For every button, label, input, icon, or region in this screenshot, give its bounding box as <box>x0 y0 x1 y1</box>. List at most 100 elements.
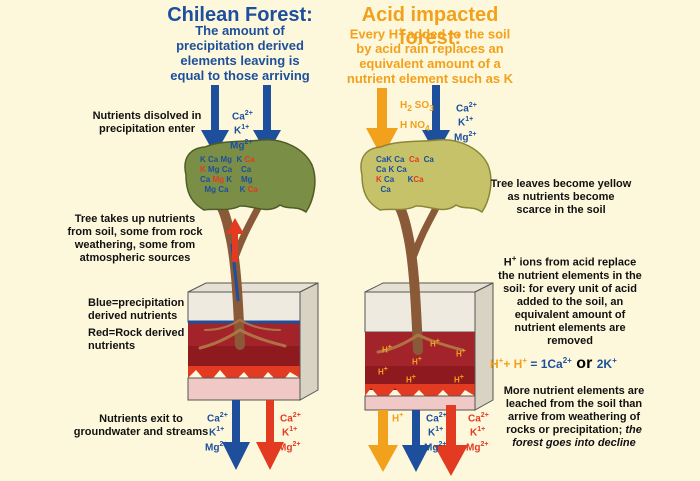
leaf-ion: Ca <box>208 155 219 164</box>
ion-charge: + <box>399 412 404 419</box>
right-subtitle-sup: + <box>398 25 404 35</box>
right-incoming-arrows <box>366 85 450 158</box>
label-line: derived nutrients <box>88 310 178 322</box>
label-line: weathering, some from <box>74 239 196 251</box>
ion-charge: 2+ <box>438 412 447 419</box>
label-segment: rocks or precipitation; <box>506 424 623 436</box>
exit-label: Nutrients exit to groundwater and stream… <box>66 413 216 439</box>
right-subtitle-line: by acid rain replaces an <box>356 41 504 57</box>
leaf-ion: Ca <box>218 185 229 194</box>
ion-charge: 1+ <box>465 116 474 124</box>
ion-ca: Ca <box>456 103 469 115</box>
left-uptake-arrow <box>226 218 244 262</box>
label-line: as nutrients become <box>507 191 615 203</box>
eq-sup: + <box>498 356 504 365</box>
h-ion: H <box>456 349 462 359</box>
label-line: the nutrient elements in the <box>498 269 642 282</box>
ion-charge: 1+ <box>435 426 444 434</box>
ion-charge: 2+ <box>244 138 253 146</box>
left-scene <box>184 85 319 470</box>
label-line: Red=Rock derived <box>88 327 185 339</box>
label-line: Blue=precipitation <box>88 297 185 309</box>
label-line: arrive from weathering of <box>507 411 641 423</box>
label-post: ions from acid replace <box>516 256 637 269</box>
label-sup: + <box>511 254 517 263</box>
decline-text: forest goes into decline <box>512 437 636 449</box>
label-line: Nutrients exit to <box>99 413 183 425</box>
ion-charge: 2+ <box>292 440 301 448</box>
ion-k: K <box>234 125 242 137</box>
label-line: Tree leaves become yellow <box>490 178 632 190</box>
h-ions-label: H+ ions from acid replace the nutrient e… <box>490 252 650 348</box>
leaf-ion: Ca <box>221 165 233 174</box>
ion-charge: 2+ <box>468 130 477 138</box>
left-subtitle-line: equal to those arriving <box>170 68 310 83</box>
label-line: nutrient elements are <box>514 321 626 334</box>
leaf-ion: K <box>200 165 206 174</box>
right-incoming-ions: Ca2+ K1+ Mg2+ <box>454 100 477 143</box>
leaf-ion: Ca <box>394 155 405 164</box>
leached-label: More nutrient elements are leached from … <box>494 385 654 450</box>
h-ion: H <box>430 339 436 349</box>
left-exit-arrows <box>222 400 284 470</box>
leaf-ion: Mg <box>208 165 220 174</box>
ion-charge: + <box>459 374 464 381</box>
ion-sub: 2 <box>407 103 412 113</box>
label-line: added to the soil, an <box>516 295 624 308</box>
label-line: H+ ions from acid replace <box>490 252 650 270</box>
leaf-ion: Ca <box>423 155 434 164</box>
leaf-ion: K <box>388 165 395 174</box>
right-canopy <box>360 139 492 214</box>
right-scene <box>360 85 494 476</box>
leaf-ion: K <box>200 155 206 164</box>
ion-charge: 2+ <box>219 440 228 448</box>
ion-charge: 2+ <box>219 412 228 419</box>
left-soil-box <box>187 282 319 401</box>
ion-k: K <box>458 117 466 129</box>
ion-mg: Mg <box>454 131 469 143</box>
left-canopy-ions: K Ca Mg K Ca K Mg Ca Ca Ca Mg K Mg Mg Ca… <box>200 155 310 195</box>
ion-mg: Mg <box>466 441 481 453</box>
ion-k: K <box>282 427 290 439</box>
ion-charge: + <box>461 348 466 355</box>
label-line: More nutrient elements are <box>503 385 645 397</box>
ion-k: K <box>428 427 436 439</box>
right-exit-h-ion: H+ <box>392 410 403 424</box>
left-subtitle-line: elements leaving is <box>180 53 300 68</box>
label-line: precipitation enter <box>99 123 195 135</box>
label-line: nutrients <box>88 340 136 352</box>
ion-charge: + <box>417 356 422 363</box>
label-line: rocks or precipitation; the <box>494 424 654 437</box>
ion-hno: H NO <box>400 120 425 131</box>
right-soil-box <box>364 282 494 411</box>
ion-k: K <box>209 427 217 439</box>
label-line: soil: for every unit of acid <box>503 282 637 295</box>
left-exit-ions-red: Ca2+ K1+ Mg2+ <box>278 410 301 453</box>
ion-ca: Ca <box>207 413 220 425</box>
left-title: Chilean Forest: <box>167 4 313 26</box>
ion-charge: 2+ <box>292 412 301 419</box>
left-subtitle-line: precipitation derived <box>176 38 304 53</box>
leaf-ion: Ca <box>244 155 255 164</box>
label-line: leached from the soil than <box>505 398 643 410</box>
ion-ca: Ca <box>232 111 245 123</box>
right-subtitle-line: nutrient element such as K <box>346 71 514 87</box>
label-line: scarce in the soil <box>516 204 606 216</box>
ion-charge: 2+ <box>468 102 477 109</box>
leaf-ion: Ca <box>247 185 258 194</box>
soil-h-ions: H+ H+ H+ H+ H+ H+ H+ <box>372 336 472 386</box>
h-ion: H <box>392 413 400 425</box>
ion-mg: Mg <box>278 441 293 453</box>
left-canopy <box>184 139 316 214</box>
right-subtitle-post: added to the soil <box>403 26 511 42</box>
ion-charge: 1+ <box>241 124 250 132</box>
uptake-label: Tree takes up nutrients from soil, some … <box>60 213 210 265</box>
eq-h: H <box>490 357 499 371</box>
right-canopy-ions: CaK Ca Ca Ca Ca K Ca K Ca KCa Ca <box>376 155 486 195</box>
red-key-label: Red=Rock derived nutrients <box>88 327 198 353</box>
leaf-ion: Ca <box>240 165 252 174</box>
label-line: Tree takes up nutrients <box>74 213 196 225</box>
ion-ca: Ca <box>468 413 481 425</box>
ion-charge: 1+ <box>216 426 225 434</box>
leaf-ion: K <box>376 175 382 184</box>
